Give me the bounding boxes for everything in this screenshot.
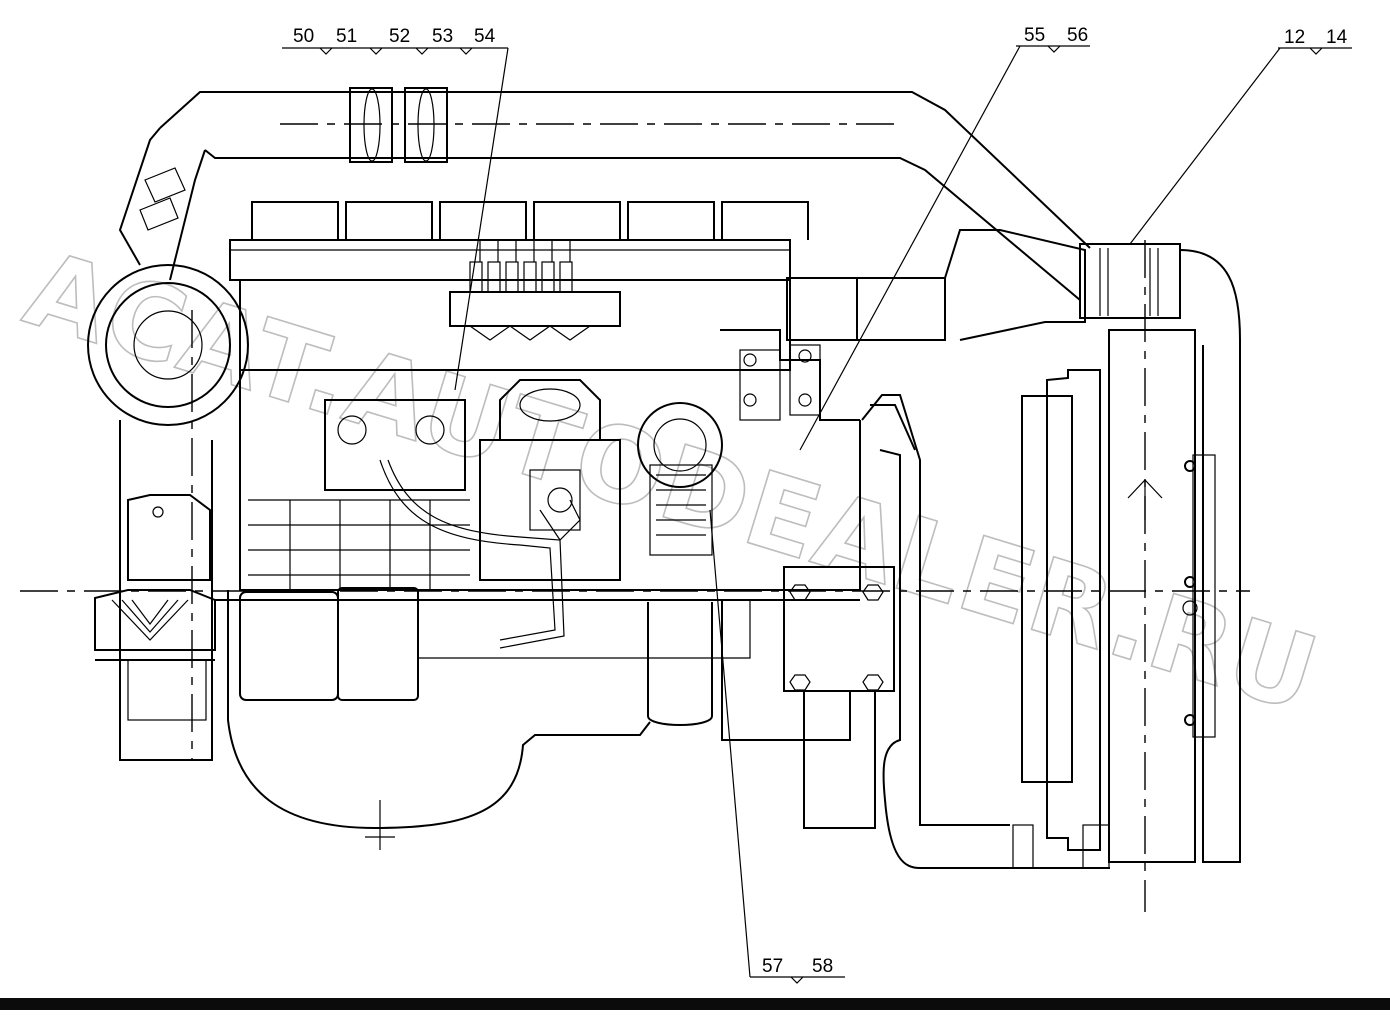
callout-57: 57 bbox=[762, 956, 783, 977]
callout-52: 52 bbox=[389, 26, 410, 47]
callout-50: 50 bbox=[293, 26, 314, 47]
callout-53: 53 bbox=[432, 26, 453, 47]
callout-14: 14 bbox=[1326, 27, 1348, 48]
bottom-border bbox=[0, 998, 1390, 1010]
leader-lines bbox=[282, 45, 1352, 984]
engine-block bbox=[248, 399, 565, 649]
oil-pan bbox=[215, 590, 860, 850]
fuel-injectors bbox=[449, 240, 621, 341]
callout-labels: 50 51 52 53 54 55 56 12 14 57 58 bbox=[293, 25, 1348, 977]
turbocharger bbox=[87, 264, 249, 761]
front-mount bbox=[94, 589, 216, 721]
callout-54: 54 bbox=[474, 26, 496, 47]
radiator bbox=[1021, 329, 1216, 863]
rear-bracket bbox=[721, 566, 895, 829]
timing-housing bbox=[637, 329, 860, 556]
injection-pump bbox=[479, 379, 621, 581]
callout-58: 58 bbox=[812, 956, 833, 977]
cylinder-head bbox=[229, 201, 861, 591]
callout-12: 12 bbox=[1284, 27, 1305, 48]
callout-55: 55 bbox=[1024, 25, 1045, 46]
callout-51: 51 bbox=[336, 26, 357, 47]
oil-filters bbox=[239, 587, 713, 726]
callout-56: 56 bbox=[1067, 25, 1088, 46]
coolant-hoses bbox=[786, 229, 1241, 869]
intake-pipe bbox=[118, 87, 1091, 301]
center-lines bbox=[20, 123, 1250, 912]
